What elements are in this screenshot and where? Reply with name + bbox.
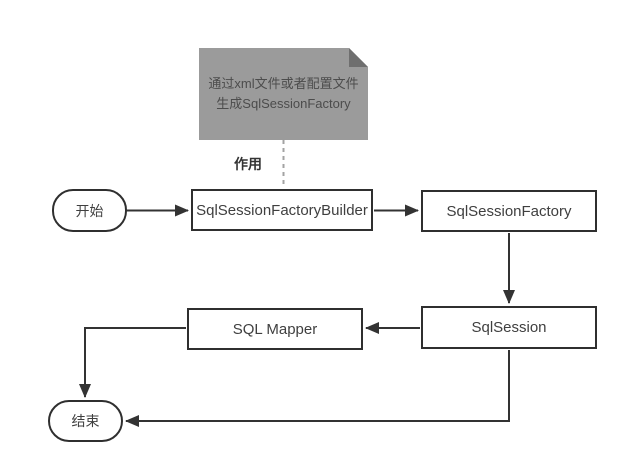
note-fold-icon <box>349 48 368 67</box>
sticky-note: 通过xml文件或者配置文件 生成SqlSessionFactory <box>199 48 368 140</box>
node-session-label: SqlSession <box>471 319 547 336</box>
edge-mapper-to-end <box>79 327 186 398</box>
sticky-note-line1: 通过xml文件或者配置文件 <box>208 76 359 91</box>
node-sql-mapper: SQL Mapper <box>187 308 363 350</box>
node-end-label: 结束 <box>71 413 100 429</box>
node-sqlsessionfactorybuilder: SqlSessionFactoryBuilder <box>191 189 373 231</box>
node-factory-label: SqlSessionFactory <box>446 202 572 220</box>
node-sqlsessionfactory: SqlSessionFactory <box>421 190 597 232</box>
node-start: 开始 <box>52 189 127 232</box>
node-builder-label: SqlSessionFactoryBuilder <box>196 201 368 219</box>
node-sqlsession: SqlSession <box>421 306 597 349</box>
edge-session-to-end <box>125 350 510 427</box>
node-end: 结束 <box>48 400 123 442</box>
node-mapper-label: SQL Mapper <box>232 320 318 338</box>
edge-label-action: 作用 <box>234 156 262 172</box>
node-start-label: 开始 <box>75 202 104 219</box>
sticky-note-line2: 生成SqlSessionFactory <box>216 96 351 111</box>
